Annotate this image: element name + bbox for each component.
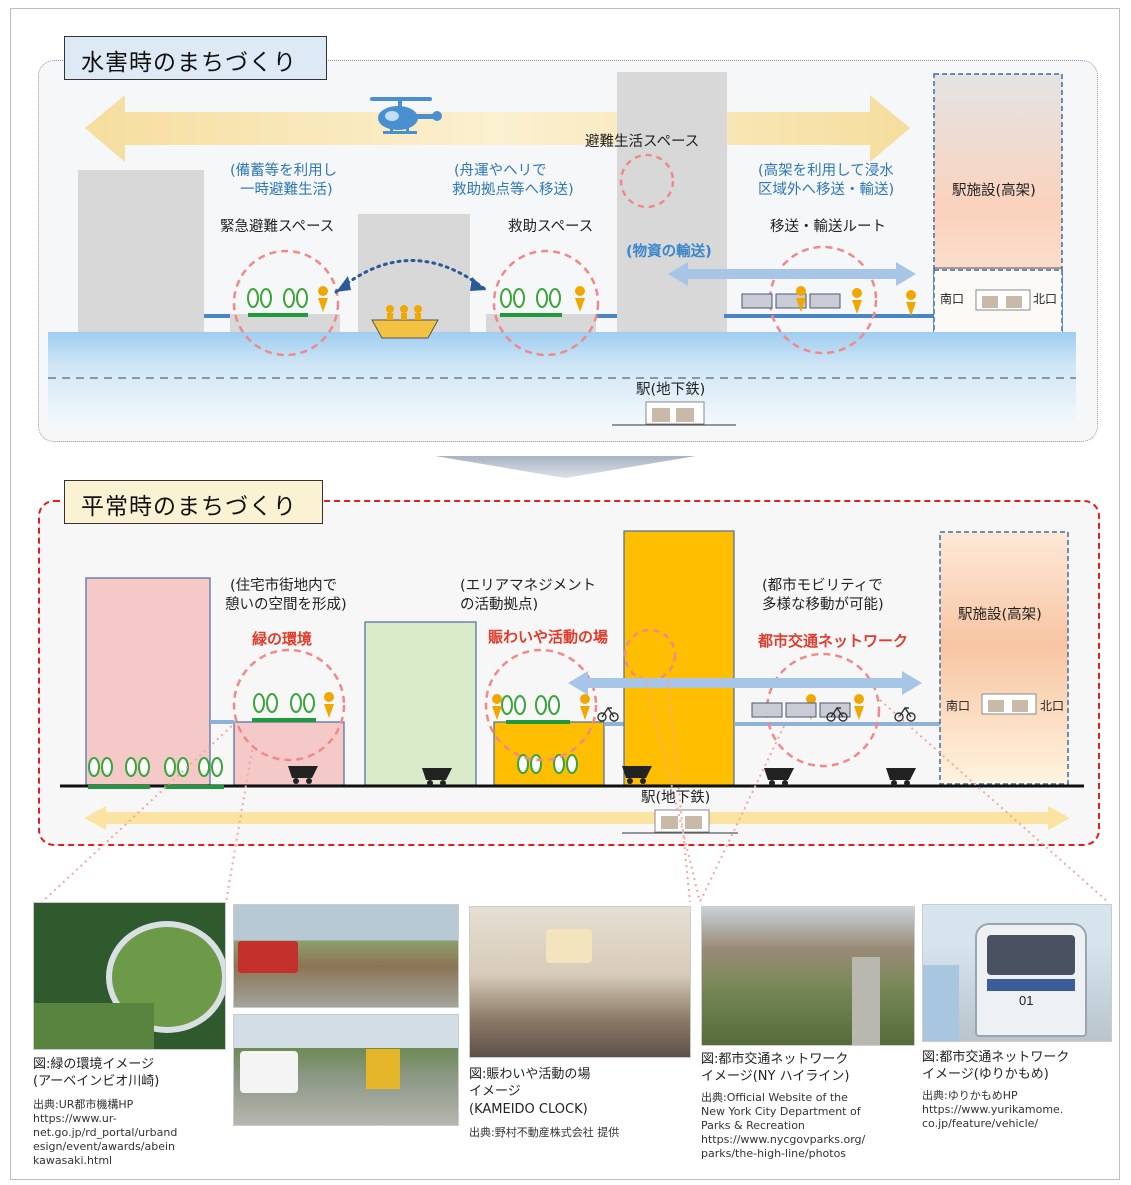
photo-yurikamome: 01	[922, 904, 1112, 1042]
residential-building	[85, 577, 211, 786]
transport-route-highlight	[768, 245, 878, 355]
building-left	[78, 170, 204, 340]
rooftop-trees	[253, 693, 560, 715]
source-4-line-2: https://www.yurikamome.	[922, 1103, 1064, 1116]
area-mgmt-note-2: の活動拠点)	[460, 597, 539, 613]
green-env-label: 緑の環境	[252, 630, 313, 648]
evacuation-wide-arrow	[85, 95, 910, 162]
north-exit-label-normal: 北口	[1040, 699, 1065, 713]
photo-kameido-clock	[469, 906, 691, 1058]
caption-3b: イメージ(NY ハイライン)	[701, 1069, 850, 1084]
source-2-line-1: 出典:野村不動産株式会社 提供	[469, 1126, 620, 1139]
underground-connection-arrow	[84, 806, 1070, 830]
boat-note-1: (舟運やヘリで	[454, 163, 547, 179]
mobility-cart-icon	[288, 766, 916, 786]
station-facility-label-normal: 駅施設(高架)	[958, 607, 1042, 623]
elevated-note-2: 区域外へ移送・輸送)	[758, 182, 895, 198]
photo-green-roof	[33, 902, 226, 1050]
source-3-line-1: 出典:Official Website of the	[701, 1091, 848, 1104]
train-icon	[741, 293, 841, 309]
caption-2a: 図:賑わいや活動の場	[469, 1067, 591, 1082]
emergency-space-label: 緊急避難スペース	[220, 219, 335, 235]
person-icon	[796, 286, 916, 316]
subway-station-label-normal: 駅(地下鉄)	[641, 790, 711, 806]
source-3-line-5: parks/the-high-line/photos	[701, 1147, 847, 1160]
boat-icon	[371, 305, 439, 339]
stockpile-note-1: (備蓄等を利用し	[230, 163, 338, 179]
mobility-note-1: (都市モビリティで	[762, 578, 883, 594]
source-1-line-4: esign/event/awards/abein	[33, 1140, 175, 1153]
source-1-line-1: 出典:UR都市機構HP	[33, 1098, 134, 1111]
trees-emergency	[247, 288, 308, 317]
person-icon	[318, 286, 328, 312]
rescue-space-highlight	[492, 249, 600, 357]
caption-2b: イメージ	[469, 1084, 521, 1099]
transport-route-arrow	[668, 262, 916, 286]
train-number: 01	[1019, 993, 1034, 1008]
evac-life-space-label: 避難生活スペース	[585, 134, 700, 150]
residential-note-2: 憩いの空間を形成)	[225, 597, 347, 613]
transport-route-label: 移送・輸送ルート	[770, 219, 886, 235]
caption-2c: (KAMEIDO CLOCK)	[469, 1102, 588, 1117]
urban-transit-label: 都市交通ネットワーク	[758, 632, 909, 650]
station-facility-label: 駅施設(高架)	[952, 183, 1036, 199]
transition-arrow	[435, 456, 696, 478]
south-exit-label-normal: 南口	[946, 699, 971, 713]
source-3-line-4: https://www.nycgovparks.org/	[701, 1133, 866, 1146]
building-tower	[617, 72, 727, 340]
rescue-transfer-arrow	[334, 259, 488, 294]
caption-4b: イメージ(ゆりかもめ)	[922, 1067, 1049, 1082]
trees-rescue	[500, 288, 562, 317]
source-3-line-2: New York City Department of	[701, 1105, 861, 1118]
green-building	[364, 621, 477, 786]
photo-connectors	[41, 679, 1109, 903]
south-exit-label: 南口	[940, 292, 965, 306]
evac-life-highlight	[619, 153, 675, 209]
street-trees	[88, 754, 578, 777]
normal-section-title: 平常時のまちづくり	[64, 480, 323, 524]
supply-transport-label: (物資の輸送)	[626, 244, 712, 260]
source-1-line-3: net.go.jp/rd_portal/urband	[33, 1126, 178, 1139]
caption-1a: 図:緑の環境イメージ	[33, 1057, 155, 1072]
source-4-line-1: 出典:ゆりかもめHP	[922, 1089, 1018, 1102]
boat-note-2: 救助拠点等へ移送)	[452, 182, 574, 198]
residential-note-1: (住宅市街地内で	[230, 578, 338, 594]
photo-high-line	[701, 906, 915, 1046]
bustle-highlight	[484, 648, 598, 762]
green-env-highlight	[232, 648, 346, 762]
source-1-line-2: https://www.ur-	[33, 1112, 117, 1125]
caption-3a: 図:都市交通ネットワーク	[701, 1052, 849, 1067]
source-4-line-3: co.jp/feature/vehicle/	[922, 1117, 1039, 1130]
source-1-line-5: kawasaki.html	[33, 1154, 113, 1167]
helicopter-icon	[370, 97, 442, 134]
north-exit-label: 北口	[1033, 292, 1058, 306]
area-mgmt-note-1: (エリアマネジメント	[460, 578, 597, 594]
flood-section-title: 水害時のまちづくり	[64, 36, 327, 80]
person-icon	[575, 286, 585, 312]
elevated-note-1: (高架を利用して浸水	[758, 163, 894, 179]
emergency-space-highlight	[232, 249, 340, 357]
transit-highlight	[765, 652, 881, 768]
activity-tower	[623, 530, 735, 786]
bicycle-icon	[597, 706, 916, 722]
photo-plaza-1	[233, 904, 459, 1008]
caption-1b: (アーベインビオ川崎)	[33, 1074, 160, 1089]
stockpile-note-2: 一時避難生活)	[240, 182, 333, 198]
rescue-space-label: 救助スペース	[508, 219, 594, 235]
subway-station-label: 駅(地下鉄)	[636, 382, 706, 398]
caption-4a: 図:都市交通ネットワーク	[922, 1050, 1070, 1065]
photo-plaza-2	[233, 1014, 459, 1126]
building-middle	[358, 214, 470, 340]
mobility-note-2: 多様な移動が可能)	[762, 597, 884, 613]
bustle-place-label: 賑わいや活動の場	[488, 628, 609, 646]
source-3-line-3: Parks & Recreation	[701, 1119, 805, 1132]
station-building-elevated-normal	[939, 531, 1069, 785]
figure-frame	[10, 8, 1120, 1180]
mobility-arrow	[568, 671, 922, 695]
